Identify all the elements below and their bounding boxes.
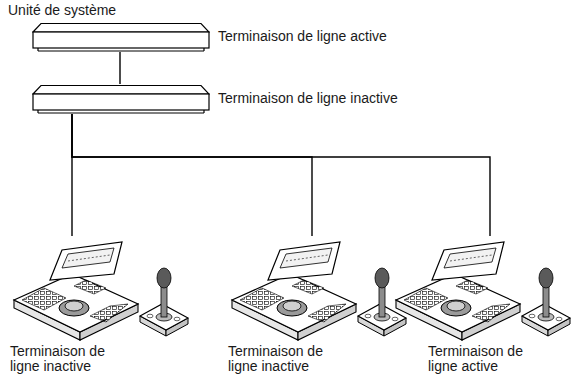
cable (72, 114, 312, 236)
line-termination-label: Terminaison de ligne inactive (218, 91, 398, 106)
controller: Terminaison de ligne inactive (10, 236, 190, 344)
heading-label: Unité de système (8, 3, 116, 18)
controller: Terminaison de ligne inactive (228, 236, 408, 344)
line-termination-label: Terminaison de ligne active (428, 344, 553, 375)
system-unit: Terminaison de ligne active (32, 22, 210, 52)
cable (119, 52, 120, 84)
controller: Terminaison de ligne active (392, 236, 570, 344)
line-termination-label: Terminaison de ligne inactive (10, 344, 135, 375)
system-unit: Terminaison de ligne inactive (32, 84, 210, 114)
cable (72, 114, 490, 236)
line-termination-label: Terminaison de ligne active (218, 29, 387, 44)
line-termination-label: Terminaison de ligne inactive (228, 344, 353, 375)
